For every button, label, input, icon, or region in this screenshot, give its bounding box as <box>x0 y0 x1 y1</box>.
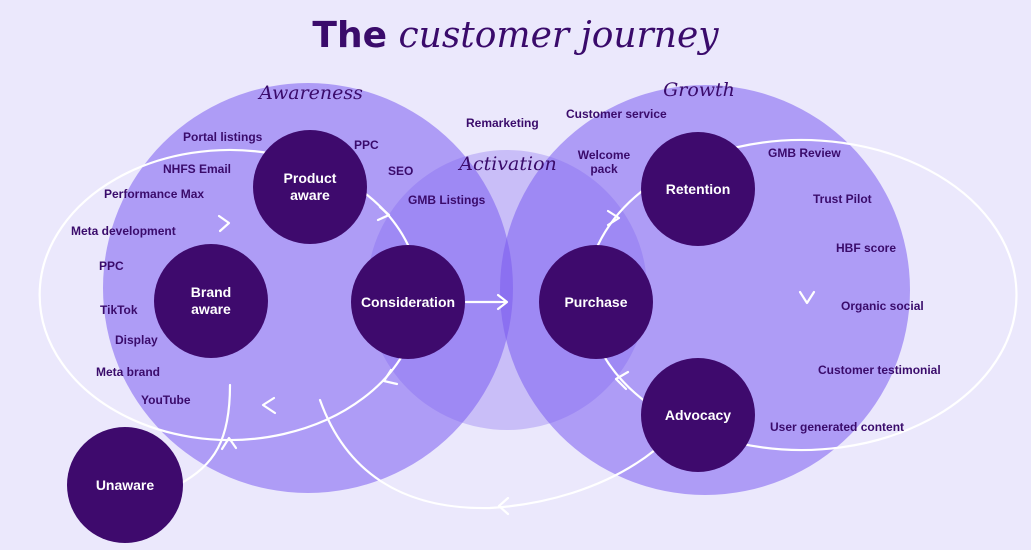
title-bold: The <box>312 15 388 56</box>
growth-circle <box>500 85 910 495</box>
title-italic: customer journey <box>398 15 719 56</box>
channel-label: Portal listings <box>183 130 263 144</box>
channel-label: HBF score <box>836 241 897 255</box>
arrowhead-icon <box>217 214 231 233</box>
channel-label: Display <box>115 333 158 347</box>
channel-label: Customer service <box>566 107 667 121</box>
node-retention: Retention <box>641 132 755 246</box>
page-title: The customer journey <box>0 12 1031 60</box>
channel-label: PPC <box>99 259 124 273</box>
node-unaware: Unaware <box>67 427 183 543</box>
channel-label: Trust Pilot <box>813 192 872 206</box>
channel-label: Welcome pack <box>577 148 631 176</box>
section-growth: Growth <box>663 79 735 101</box>
channel-label: User generated content <box>770 420 905 434</box>
awareness-circle <box>103 83 513 493</box>
channel-label: Meta brand <box>96 365 161 379</box>
unaware-to-brand-arrow <box>176 383 232 487</box>
arrowhead-icon <box>606 209 621 227</box>
advocacy-return-arrow <box>318 398 657 510</box>
channel-label: Performance Max <box>104 187 205 201</box>
arrowhead-icon <box>220 436 238 451</box>
arrowhead-icon <box>496 293 509 311</box>
channel-label: PPC <box>354 138 379 152</box>
channel-label: Meta development <box>71 224 176 238</box>
channel-label: Customer testimonial <box>818 363 941 377</box>
channel-label: SEO <box>388 164 414 178</box>
arrowhead-icon <box>614 370 630 391</box>
node-purchase: Purchase <box>539 245 653 359</box>
channel-label: GMB Review <box>768 146 841 160</box>
channel-label: NHFS Email <box>163 162 232 176</box>
arrowhead-icon <box>382 368 399 386</box>
channel-label: Remarketing <box>466 116 539 130</box>
channel-label: TikTok <box>100 303 138 317</box>
channel-label: Organic social <box>841 299 924 313</box>
node-consideration: Consideration <box>351 245 465 359</box>
node-brand-aware: Brand aware <box>154 244 268 358</box>
section-awareness: Awareness <box>259 82 363 104</box>
channel-label: YouTube <box>141 393 191 407</box>
arrowhead-icon <box>798 290 816 305</box>
arrowhead-icon <box>376 205 391 222</box>
arrowhead-icon <box>497 496 510 516</box>
activation-circle <box>367 150 647 430</box>
channel-label: GMB Listings <box>408 193 486 207</box>
node-product-aware: Product aware <box>253 130 367 244</box>
section-activation: Activation <box>459 153 557 175</box>
arrowhead-icon <box>261 396 277 415</box>
node-advocacy: Advocacy <box>641 358 755 472</box>
